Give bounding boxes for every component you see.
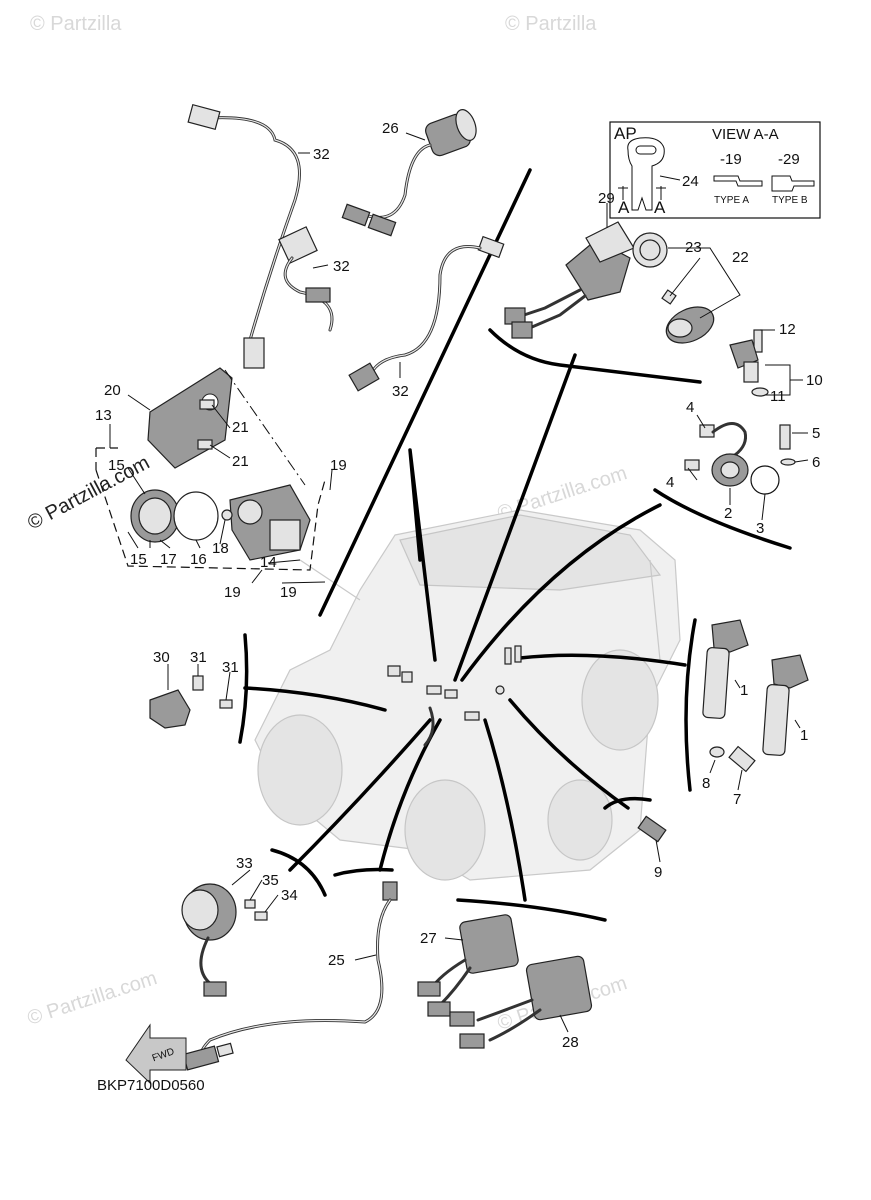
diagram-code: BKP7100D0560 [97, 1077, 205, 1094]
watermark-text: © Partzilla [30, 13, 122, 35]
sensor-26 [341, 109, 477, 237]
callout-9: 9 [654, 864, 662, 881]
callout-labels: 32 32 32 26 29 23 22 12 10 11 4 4 2 3 5 … [95, 120, 823, 1051]
watermark-text: © Partzilla [505, 13, 597, 35]
callout-35: 35 [262, 872, 279, 889]
sensor-33 [181, 883, 268, 997]
callout-15: 15 [108, 457, 125, 474]
section-a-left: A [618, 198, 630, 217]
callout-14: 14 [260, 554, 277, 571]
callout-4: 4 [666, 474, 674, 491]
axis-line [224, 369, 306, 486]
callout-10: 10 [806, 372, 823, 389]
callout-28: 28 [562, 1034, 579, 1051]
callout-19: 19 [224, 584, 241, 601]
sensor-9 [637, 815, 667, 843]
callout-13: 13 [95, 407, 112, 424]
group-13-outline [95, 447, 326, 571]
sensor-30 [149, 675, 233, 729]
vehicle-hardware [387, 645, 522, 747]
sensor-7-8 [709, 745, 756, 773]
callout-31: 31 [190, 649, 207, 666]
callout-3: 3 [756, 520, 764, 537]
callout-7: 7 [733, 791, 741, 808]
callout-24: 24 [682, 173, 699, 190]
callout-30: 30 [153, 649, 170, 666]
type-a-label: TYPE A [714, 195, 749, 206]
callout-22: 22 [732, 249, 749, 266]
type-b-label: TYPE B [772, 195, 808, 206]
callout-18: 18 [212, 540, 229, 557]
sensor-2-3-4 [684, 422, 780, 495]
callout-19: 19 [280, 584, 297, 601]
vehicle-silhouette [254, 509, 681, 881]
sensor-harness-32-middle [278, 226, 334, 332]
callout-15: 15 [130, 551, 147, 568]
view-title: VIEW A-A [712, 126, 779, 143]
view-ref-19: -19 [720, 151, 742, 168]
relay-28 [449, 955, 593, 1049]
throttle-body-group [130, 484, 311, 561]
sensor-10-12 [729, 329, 769, 397]
callout-23: 23 [685, 239, 702, 256]
callout-34: 34 [281, 887, 298, 904]
main-switch-29 [504, 221, 635, 339]
callout-6: 6 [812, 454, 820, 471]
view-ref-29: -29 [778, 151, 800, 168]
callout-1: 1 [740, 682, 748, 699]
callout-33: 33 [236, 855, 253, 872]
harness-25 [182, 881, 398, 1071]
bracket-20 [147, 367, 233, 469]
callout-1: 1 [800, 727, 808, 744]
view-aa-box: AP VIEW A-A -19 -29 TYPE A TYPE B A A 24 [609, 121, 821, 219]
callout-29: 29 [598, 190, 615, 207]
callout-19: 19 [330, 457, 347, 474]
sensor-harness-32-bottom [348, 235, 505, 392]
callout-leaders [109, 132, 809, 1033]
callout-8: 8 [702, 775, 710, 792]
callout-32: 32 [333, 258, 350, 275]
callout-32: 32 [392, 383, 409, 400]
section-a-right: A [654, 198, 666, 217]
callout-26: 26 [382, 120, 399, 137]
view-ap-label: AP [614, 124, 637, 143]
callout-12: 12 [779, 321, 796, 338]
callout-32: 32 [313, 146, 330, 163]
fwd-arrow: FWD [125, 1023, 187, 1085]
callout-21: 21 [232, 453, 249, 470]
ignition-coil-1 [702, 619, 809, 756]
callout-4: 4 [686, 399, 694, 416]
callout-2: 2 [724, 505, 732, 522]
callout-21: 21 [232, 419, 249, 436]
sensor-5-6 [779, 424, 796, 466]
callout-20: 20 [104, 382, 121, 399]
sensor-harness-32-top [187, 103, 301, 369]
key-cylinder-23-22 [632, 232, 715, 344]
relay-27 [417, 914, 519, 1017]
callout-25: 25 [328, 952, 345, 969]
callout-5: 5 [812, 425, 820, 442]
callout-11: 11 [770, 388, 786, 405]
callout-17: 17 [160, 551, 177, 568]
watermark-text: © Partzilla.com [25, 967, 160, 1030]
bolt-21 [197, 399, 215, 450]
callout-27: 27 [420, 930, 437, 947]
callout-31: 31 [222, 659, 239, 676]
callout-16: 16 [190, 551, 207, 568]
